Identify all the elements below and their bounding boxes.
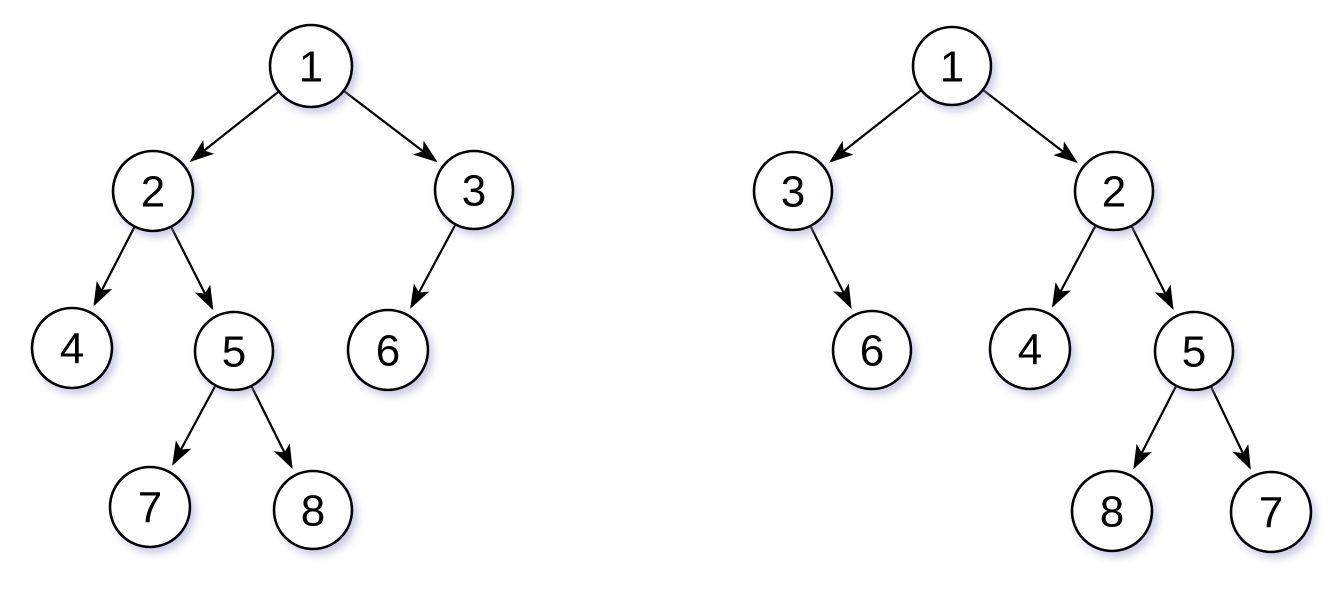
node-circle-7 [1229, 470, 1313, 554]
tree-edge-2-to-4 [93, 226, 136, 307]
node-circle-4 [30, 306, 114, 390]
left-tree-nodes: 1 2 3 4 5 6 7 8 [30, 23, 515, 551]
tree-node-7[interactable]: 7 [108, 465, 192, 549]
tree-edge-2-to-5 [1130, 226, 1174, 311]
tree-edge-5-to-7 [172, 385, 217, 466]
tree-node-5[interactable]: 5 [193, 310, 275, 392]
tree-edge-1-to-2 [982, 89, 1078, 164]
node-circle-6 [831, 309, 913, 391]
node-circle-2 [1073, 150, 1155, 232]
node-label-5: 5 [222, 328, 246, 377]
right-tree-edges [809, 89, 1251, 470]
tree-node-5[interactable]: 5 [1153, 310, 1235, 392]
node-circle-7 [108, 465, 192, 549]
tree-node-1[interactable]: 1 [911, 25, 993, 107]
tree-node-1[interactable]: 1 [268, 23, 354, 109]
node-label-8: 8 [301, 487, 325, 536]
node-label-2: 2 [1102, 168, 1126, 217]
node-label-7: 7 [138, 484, 162, 533]
nodes-layer: 1 2 3 4 5 6 7 8 1 3 2 6 4 5 8 7 [30, 23, 1313, 554]
tree-edge-5-to-8 [250, 386, 293, 469]
tree-node-4[interactable]: 4 [988, 307, 1072, 391]
tree-edge-1-to-2 [189, 91, 279, 162]
tree-node-4[interactable]: 4 [30, 306, 114, 390]
node-circle-3 [752, 150, 834, 232]
node-circle-8 [1070, 469, 1154, 553]
node-circle-1 [911, 25, 993, 107]
node-label-6: 6 [376, 327, 400, 376]
tree-edge-2-to-5 [170, 227, 214, 311]
node-label-4: 4 [60, 325, 84, 374]
tree-edge-1-to-3 [343, 90, 438, 163]
node-label-3: 3 [462, 167, 486, 216]
tree-edge-1-to-3 [829, 89, 922, 163]
tree-node-8[interactable]: 8 [272, 469, 354, 551]
node-label-7: 7 [1259, 489, 1283, 538]
right-tree-nodes: 1 3 2 6 4 5 8 7 [752, 25, 1313, 554]
tree-node-6[interactable]: 6 [831, 309, 913, 391]
tree-node-3[interactable]: 3 [433, 149, 515, 231]
node-circle-1 [268, 23, 354, 109]
node-label-6: 6 [860, 327, 884, 376]
node-circle-3 [433, 149, 515, 231]
node-label-4: 4 [1018, 326, 1042, 375]
left-tree-edges [93, 90, 457, 469]
edges-layer [93, 89, 1251, 470]
tree-node-6[interactable]: 6 [346, 308, 430, 392]
node-label-1: 1 [299, 43, 323, 92]
tree-node-8[interactable]: 8 [1070, 469, 1154, 553]
node-label-8: 8 [1100, 488, 1124, 537]
node-circle-2 [111, 149, 195, 233]
tree-edge-2-to-4 [1051, 225, 1097, 308]
node-label-5: 5 [1182, 328, 1206, 377]
node-label-1: 1 [940, 43, 964, 92]
node-circle-5 [193, 310, 275, 392]
tree-edge-5-to-7 [1210, 386, 1251, 470]
node-circle-8 [272, 469, 354, 551]
tree-node-3[interactable]: 3 [752, 150, 834, 232]
tree-edge-3-to-6 [809, 226, 852, 309]
node-label-2: 2 [141, 168, 165, 217]
node-label-3: 3 [781, 168, 805, 217]
node-circle-4 [988, 307, 1072, 391]
node-circle-6 [346, 308, 430, 392]
tree-node-7[interactable]: 7 [1229, 470, 1313, 554]
tree-edge-5-to-8 [1133, 386, 1177, 470]
node-circle-5 [1153, 310, 1235, 392]
tree-node-2[interactable]: 2 [1073, 150, 1155, 232]
tree-edge-3-to-6 [410, 224, 457, 309]
tree-node-2[interactable]: 2 [111, 149, 195, 233]
